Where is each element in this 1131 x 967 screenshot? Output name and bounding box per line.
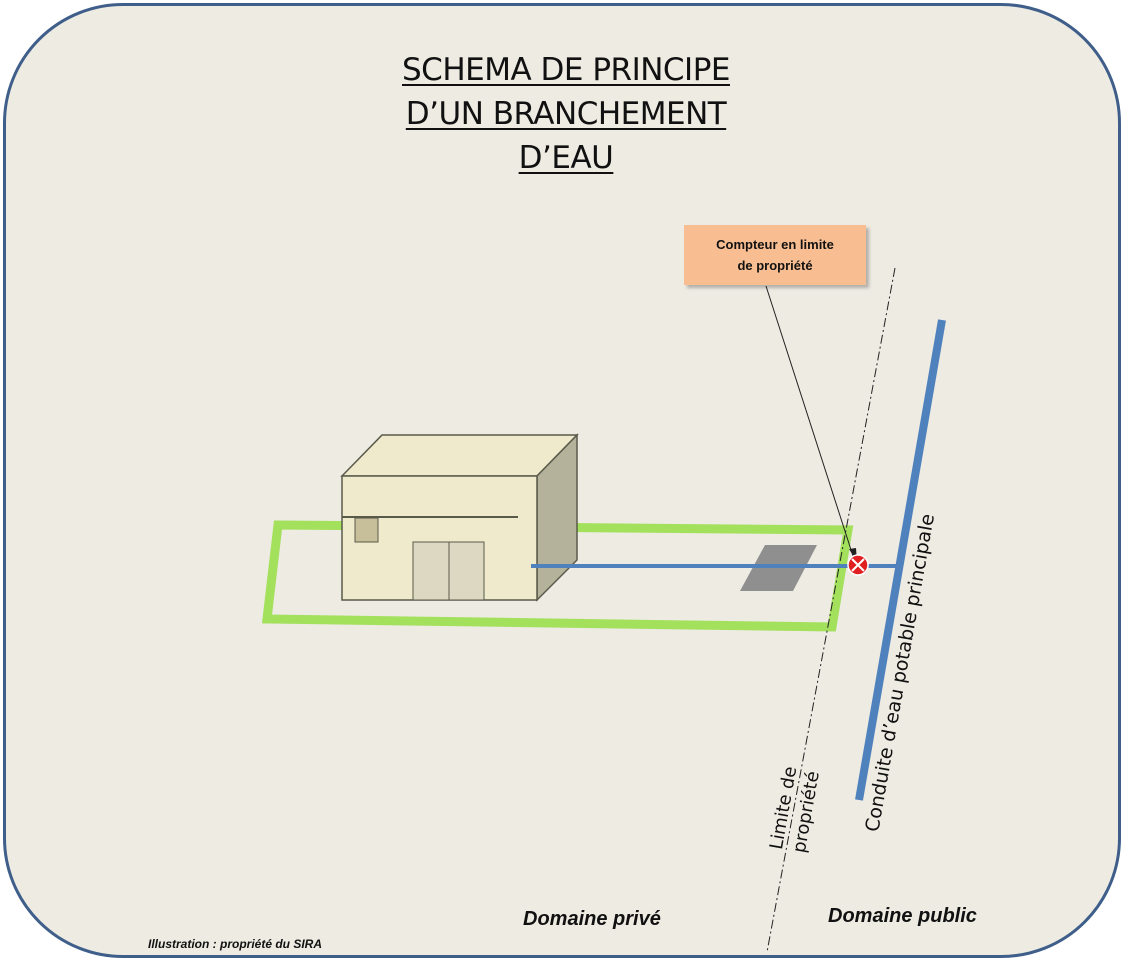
title-line-3: D’EAU xyxy=(518,140,614,176)
house-door-right xyxy=(448,541,485,601)
house-window xyxy=(354,517,379,543)
public-domain-label: Domaine public xyxy=(828,905,977,927)
meter-callout: Compteur en limite de propriété xyxy=(684,225,866,285)
water-meter-icon xyxy=(847,554,869,576)
callout-leader xyxy=(765,285,854,557)
house-roof xyxy=(340,434,579,477)
house-door-left xyxy=(412,541,450,601)
callout-line-1: Compteur en limite xyxy=(716,237,834,252)
private-domain-label: Domaine privé xyxy=(523,908,661,930)
parcel-outline xyxy=(261,520,854,632)
title-line-1: SCHEMA DE PRINCIPE xyxy=(402,52,730,88)
callout-line-2: de propriété xyxy=(737,258,813,273)
property-limit-line xyxy=(766,267,896,953)
title-line-2: D’UN BRANCHEMENT xyxy=(405,96,727,132)
illustration-credit: Illustration : propriété du SIRA xyxy=(148,937,323,951)
main-water-pipe xyxy=(855,319,946,801)
